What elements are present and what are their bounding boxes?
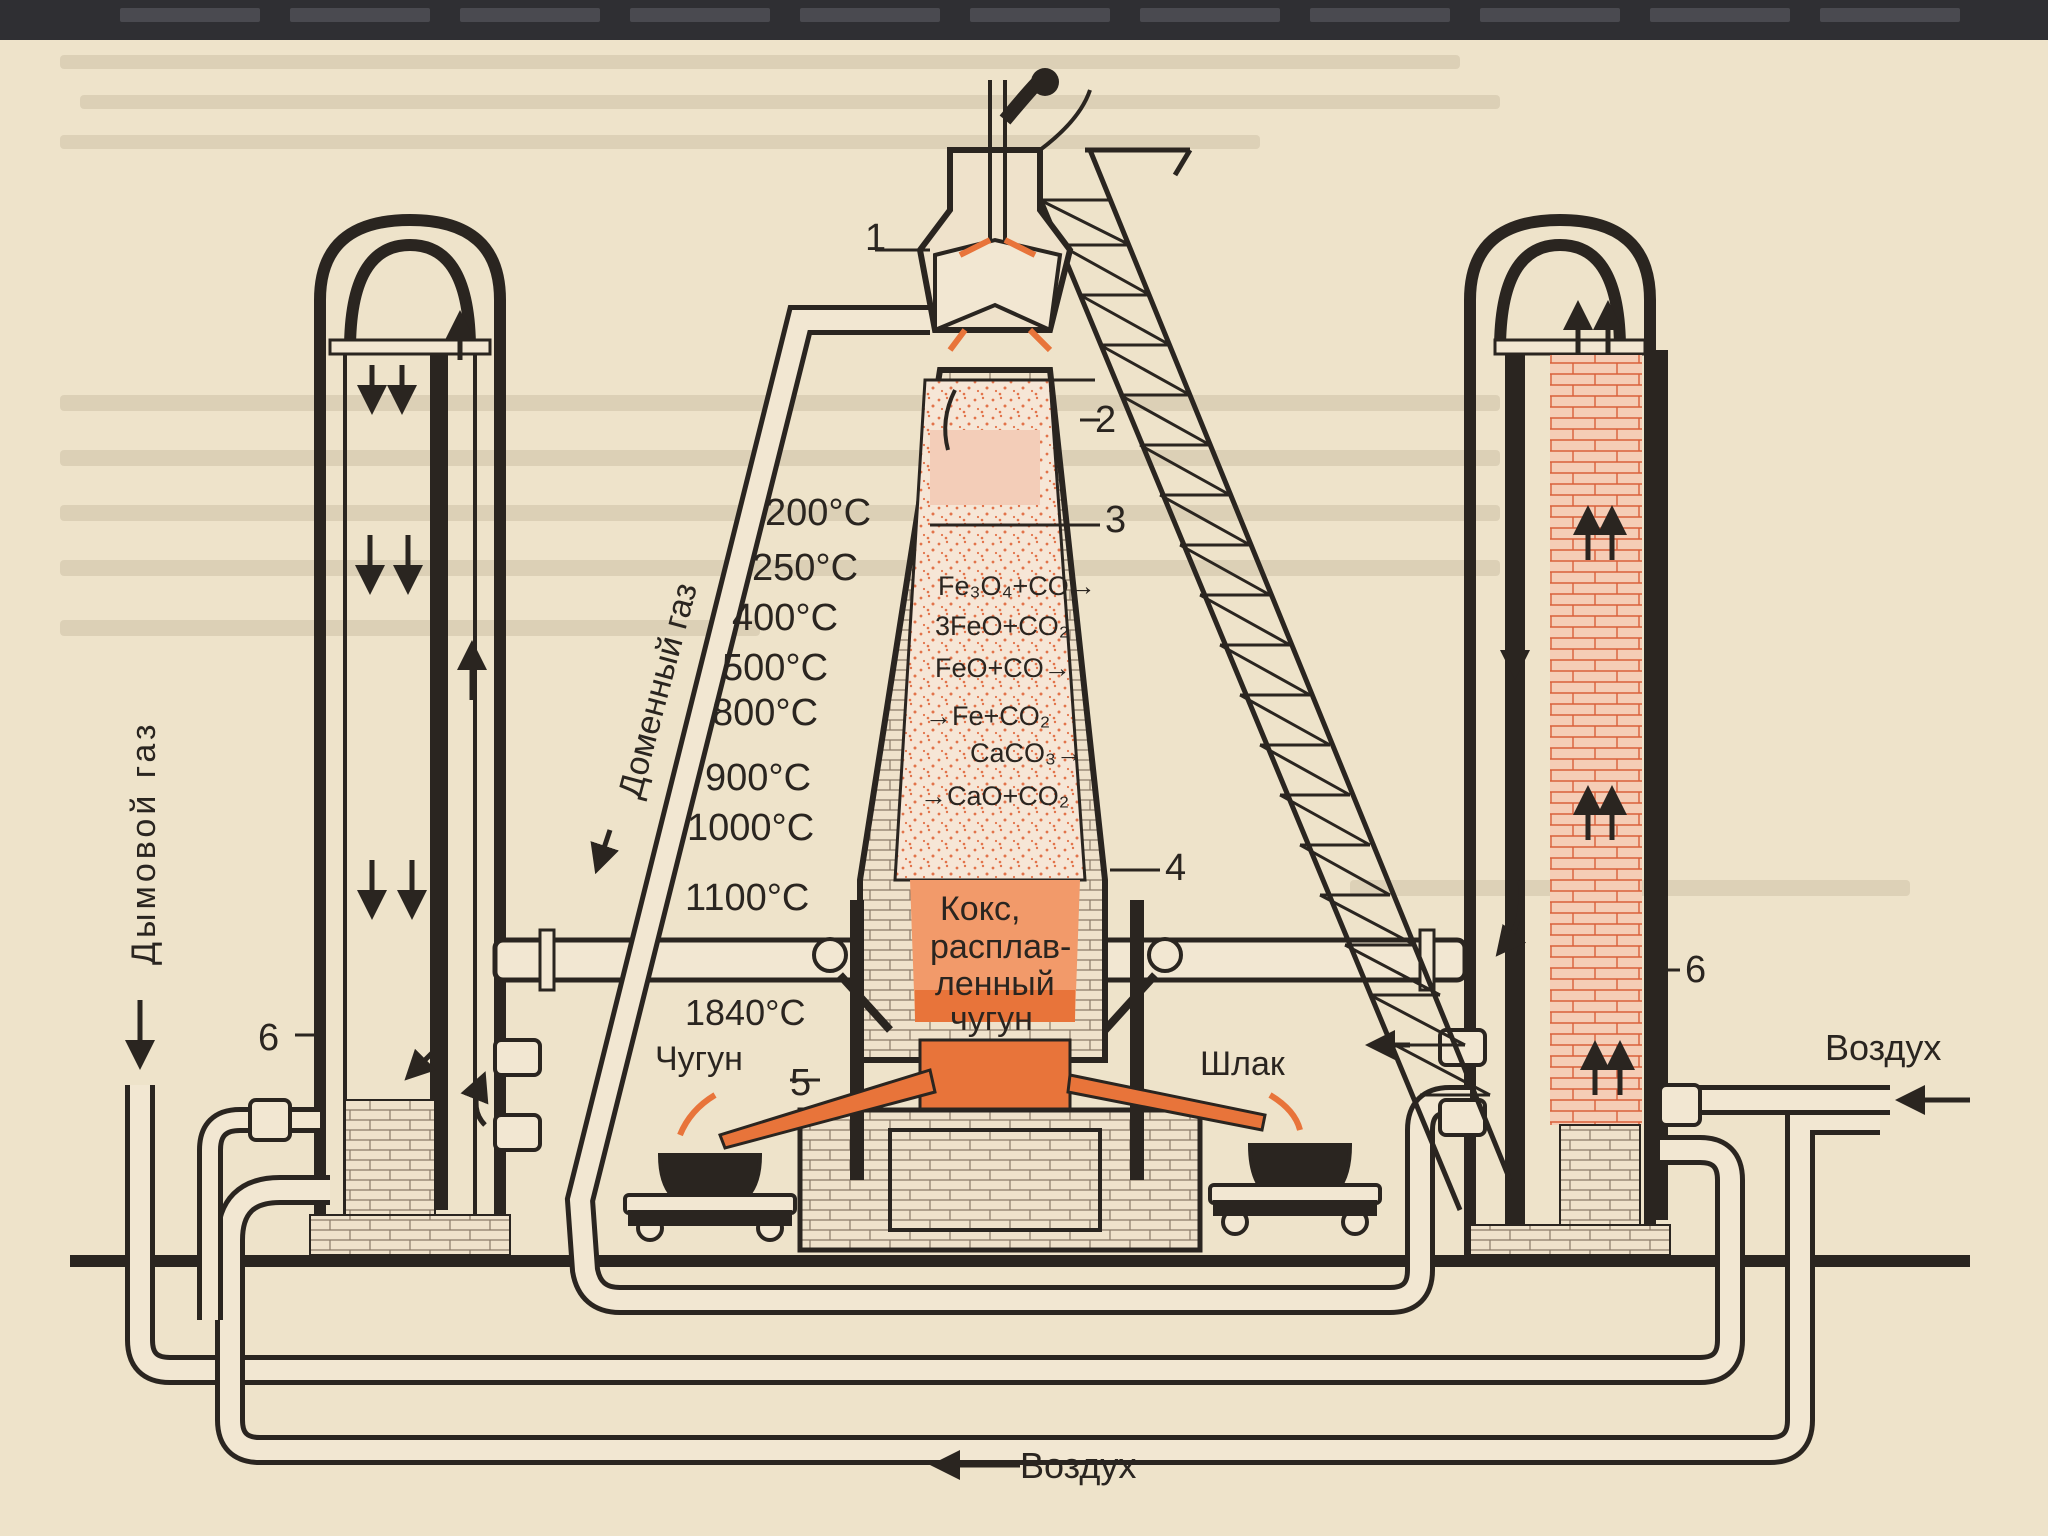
pig-iron-label: Чугун [655,1040,743,1078]
tab-strip [1140,8,1280,22]
reaction-5: CaCO₃→ [970,738,1083,768]
coke-label-3: ленный [935,965,1055,1003]
reaction-1: Fe₃O₄+CO→ [938,571,1096,601]
temp-1840: 1840°C [685,992,805,1033]
air-bottom-label: Воздух [1020,1445,1136,1486]
slag-ladle-car [1208,1143,1382,1236]
tab-strip [970,8,1110,22]
temp-800: 800°C [712,692,818,734]
temp-900: 900°C [705,757,811,799]
molten-iron-zone [915,990,1075,1022]
tab-strip [460,8,600,22]
reaction-6: →CaO+CO₂ [920,781,1069,811]
tab-strip [1650,8,1790,22]
air-right-label: Воздух [1825,1027,1941,1068]
number-6-left: 6 [258,1017,279,1059]
browser-top-bar [0,0,2048,40]
number-4: 4 [1165,847,1186,889]
number-3: 3 [1105,499,1126,541]
hearth-molten [918,1038,1072,1117]
temp-500: 500°C [722,647,828,689]
coke-label-4: чугун [950,1000,1033,1038]
pipe-network [125,305,1890,1465]
temp-400: 400°C [732,597,838,639]
reaction-4: →Fe+CO₂ [925,701,1050,731]
checker-brickwork [1550,355,1642,1125]
coke-label-1: Кокс, [940,890,1020,928]
temp-200: 200°C [765,492,871,534]
diagram-labels: 1 2 3 4 5 6 6 200°C 250°C 400°C 500°C 80… [125,217,1941,1486]
temp-250: 250°C [752,547,858,589]
temp-1100: 1100°C [685,877,809,919]
left-hot-blast-stove [309,213,511,1260]
flow-arrows [125,829,1970,1480]
tab-strip [120,8,260,22]
reaction-3: FeO+CO→ [935,653,1071,683]
tab-strip [1310,8,1450,22]
tab-strip [630,8,770,22]
ground-line [70,1255,1970,1267]
number-6-right: 6 [1685,949,1706,991]
tab-strip [1480,8,1620,22]
temp-1000: 1000°C [687,807,814,849]
tab-strip [800,8,940,22]
blast-furnace [295,68,1680,1253]
tab-strip [1820,8,1960,22]
number-2: 2 [1095,399,1116,441]
coke-label-2: расплав- [930,928,1071,966]
right-hot-blast-stove [1464,213,1671,1260]
reaction-2: 3FeO+CO₂ [935,611,1069,641]
flue-gas-label: Дымовой газ [125,720,163,965]
slag-label: Шлак [1200,1045,1286,1083]
tab-strip [290,8,430,22]
number-1: 1 [865,217,886,259]
pig-iron-ladle-car [623,1153,797,1242]
number-5: 5 [790,1062,811,1104]
